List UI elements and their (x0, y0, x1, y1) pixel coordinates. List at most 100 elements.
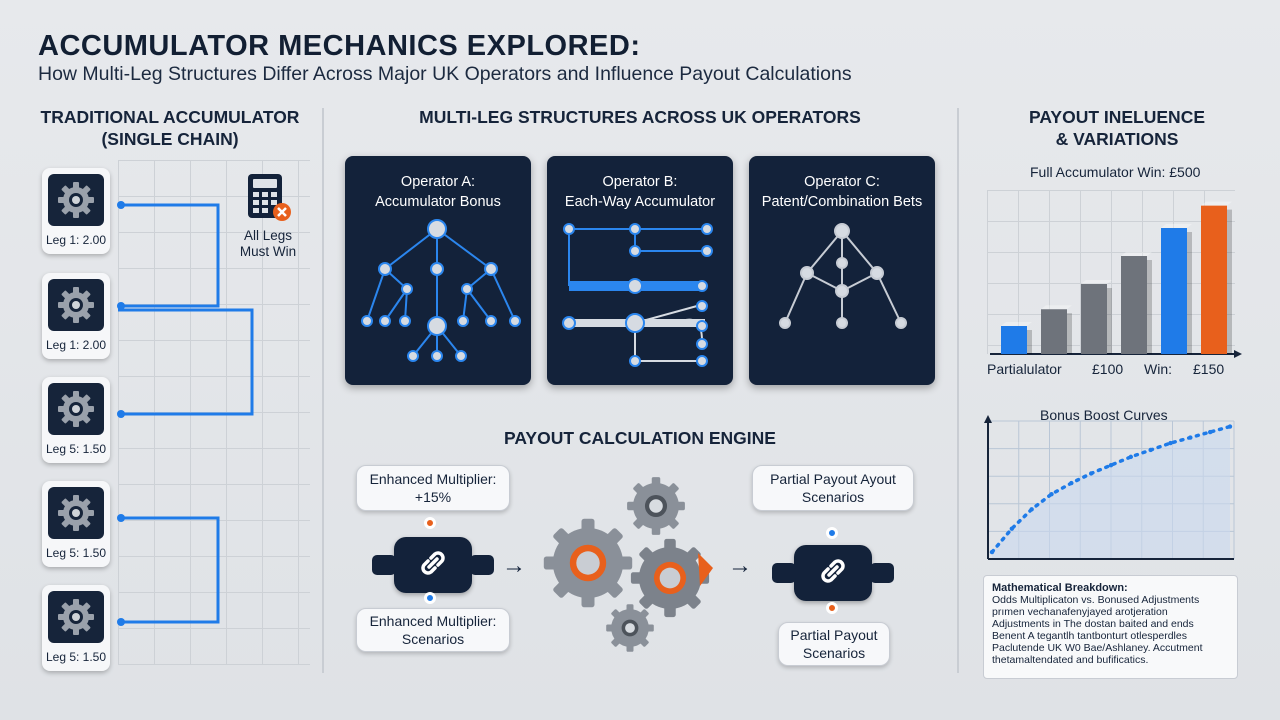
data-point (1029, 507, 1034, 512)
bubble-text-line-2: Scenarios (802, 645, 866, 661)
leg-odds-label: Leg 5: 1.50 (45, 650, 107, 664)
math-line: Adjustments in The dostan baited and end… (992, 618, 1194, 630)
all-legs-note-line-1: All Legs (243, 228, 293, 243)
gear-icon (48, 383, 104, 435)
leg-card-3: Leg 5: 1.50 (42, 377, 110, 463)
bubble-text-line-1: Partial Payout (790, 627, 878, 643)
heading-line-1: TRADITIONAL ACCUMULATOR (40, 107, 300, 127)
bar-chart (990, 201, 1242, 358)
bar (1201, 201, 1232, 354)
calculator-icon (246, 172, 294, 229)
bar (1001, 322, 1032, 354)
gears-cluster-illustration (543, 477, 713, 652)
operator-a-card: Operator A: Accumulator Bonus (345, 156, 531, 385)
bar-chart-title: Full Accumulator Win: £500 (1030, 164, 1201, 180)
bar-axis-label: £150 (1193, 361, 1225, 377)
partial-payout-bubble-top: Partial Payout Ayout Scenarios (752, 465, 914, 511)
data-point (1069, 480, 1074, 486)
arrow-right-icon: → (502, 552, 526, 579)
operator-c-card: Operator C: Patent/Combination Bets (749, 156, 935, 385)
plug-side-tabs-left (372, 555, 494, 575)
bar (1081, 280, 1112, 354)
operator-c-combination-diagram (779, 223, 907, 329)
all-legs-note: All Legs Must Win (228, 228, 308, 260)
page-subtitle: How Multi-Leg Structures Differ Across M… (38, 63, 852, 85)
heading-line-2: & VARIATIONS (1055, 129, 1179, 149)
traditional-accumulator-heading: TRADITIONAL ACCUMULATOR (SINGLE CHAIN) (20, 106, 320, 150)
bar (1041, 305, 1072, 354)
blue-connector-dot (424, 592, 436, 604)
gear-icon (48, 591, 104, 643)
operator-c-type: Patent/Combination Bets (761, 194, 923, 210)
math-line: thetamaltendated and bufificatics. (992, 654, 1149, 666)
operator-a-tree-diagram (361, 219, 521, 362)
leg-odds-label: Leg 1: 2.00 (45, 233, 107, 247)
payout-influence-heading: PAYOUT INELUENCE & VARIATIONS (962, 106, 1272, 150)
partial-payout-bubble-bottom: Partial Payout Scenarios (778, 622, 890, 666)
bar-axis-label: Win: (1144, 361, 1172, 377)
leg-odds-label: Leg 5: 1.50 (45, 442, 107, 456)
payout-engine-heading: PAYOUT CALCULATION ENGINE (504, 428, 776, 448)
operator-b-name: Operator B: (602, 174, 678, 190)
data-point (1188, 435, 1193, 440)
enhanced-multiplier-bubble-bottom: Enhanced Multiplier: Scenarios (356, 608, 510, 652)
enhanced-multiplier-bubble-top: Enhanced Multiplier: +15% (356, 465, 510, 511)
leg-card-1: Leg 1: 2.00 (42, 168, 110, 254)
operator-b-type: Each-Way Accumulator (564, 194, 716, 210)
math-line: Odds Multiplicaton vs. Bonused Adjustmen… (992, 594, 1200, 606)
bonus-boost-line-chart (984, 415, 1235, 560)
section-divider-left (322, 108, 324, 673)
link-icon (418, 548, 448, 583)
math-line: prımen vechanafenyjayed arotjeration (992, 606, 1168, 618)
bar-axis-labels: Partialulator £100 Win: £150 (987, 361, 1227, 379)
bubble-text-line-1: Enhanced Multiplier: (369, 471, 497, 487)
bubble-text-line-1: Partial Payout Ayout (770, 471, 896, 487)
bar (1161, 224, 1192, 354)
data-point (1009, 526, 1015, 531)
link-connector-left (394, 537, 472, 593)
math-breakdown-panel: Mathematical Breakdown: Odds Multiplicat… (983, 575, 1238, 679)
data-point (1108, 462, 1114, 468)
data-point (1227, 424, 1233, 429)
plug-side-tabs-right (772, 563, 894, 583)
blue-connector-dot (826, 527, 838, 539)
link-connector-right (794, 545, 872, 601)
math-line: Benent A tegantlh tantbonturt otlesperdl… (992, 630, 1187, 642)
bubble-text-line-1: Enhanced Multiplier: (369, 613, 497, 629)
leg-odds-label: Leg 5: 1.50 (45, 546, 107, 560)
data-point (1168, 440, 1173, 446)
x-axis-arrow (1234, 350, 1242, 358)
leg-card-5: Leg 5: 1.50 (42, 585, 110, 671)
page-title: ACCUMULATOR MECHANICS EXPLORED: (38, 30, 641, 62)
multi-leg-heading: MULTI-LEG STRUCTURES ACROSS UK OPERATORS (419, 107, 861, 127)
leg-odds-label: Leg 1: 2.00 (45, 338, 107, 352)
heading-line-2: (SINGLE CHAIN) (101, 129, 239, 149)
y-axis-arrow (984, 415, 992, 423)
chain-connectors (117, 201, 254, 626)
link-icon (818, 556, 848, 591)
arrow-right-icon: → (728, 552, 752, 579)
bar-axis-label: Partialulator (987, 361, 1062, 377)
operator-b-card: Operator B: Each-Way Accumulator (547, 156, 733, 385)
operator-b-flow-diagram (562, 223, 713, 367)
bar-axis-label: £100 (1092, 361, 1124, 377)
leg-card-2: Leg 1: 2.00 (42, 273, 110, 359)
operator-a-name: Operator A: (400, 174, 476, 190)
data-point (1207, 429, 1213, 435)
line-chart-area (992, 426, 1230, 559)
line-chart-title: Bonus Boost Curves (1040, 407, 1168, 423)
gear-icon (48, 487, 104, 539)
math-breakdown-heading: Mathematical Breakdown: (992, 582, 1128, 594)
leg-card-4: Leg 5: 1.50 (42, 481, 110, 567)
all-legs-note-line-2: Must Win (239, 244, 297, 259)
orange-connector-dot (424, 517, 436, 529)
operator-a-title: Operator A: Accumulator Bonus (345, 172, 531, 212)
section-divider-right (957, 108, 959, 673)
heading-line-1: PAYOUT INELUENCE (1029, 107, 1205, 127)
operator-c-name: Operator C: (804, 174, 880, 190)
orange-connector-dot (826, 602, 838, 614)
gear-icon (48, 174, 104, 226)
gear-icon (48, 279, 104, 331)
data-point (1128, 454, 1134, 460)
data-point (1088, 471, 1094, 476)
